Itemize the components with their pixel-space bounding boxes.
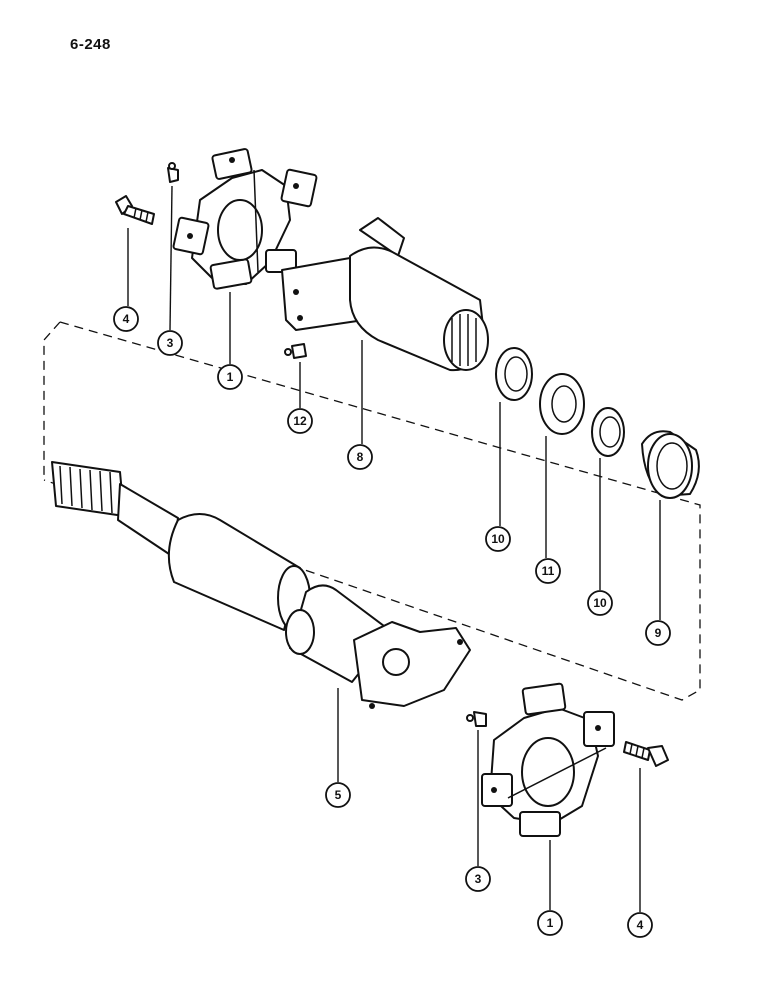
callout-12: 12 [287,408,313,434]
svg-text:4: 4 [123,312,130,326]
svg-text:12: 12 [293,414,307,428]
svg-text:9: 9 [655,626,662,640]
svg-text:3: 3 [475,872,482,886]
assembly-boundary [43,321,701,701]
grease-fitting-top [167,162,179,183]
svg-text:1: 1 [227,370,234,384]
svg-text:5: 5 [335,788,342,802]
callout-4-bottom: 4 [627,912,653,938]
universal-joint-top [172,148,318,290]
callout-4-top: 4 [113,306,139,332]
callout-3-bottom: 3 [465,866,491,892]
bushing [539,373,585,435]
leader-lines [127,185,661,912]
svg-text:10: 10 [491,532,505,546]
callout-10-lower: 10 [587,590,613,616]
slip-yoke [281,217,489,372]
callout-11: 11 [535,558,561,584]
cap-nut [641,430,700,499]
callout-1-bottom: 1 [537,910,563,936]
callout-3-top: 3 [157,330,183,356]
callout-9: 9 [645,620,671,646]
svg-text:10: 10 [593,596,607,610]
page-number: 6-248 [70,36,111,53]
grease-fitting-bottom [466,711,487,727]
drive-shaft [51,461,471,709]
washer-lower [591,407,625,457]
callout-5: 5 [325,782,351,808]
bolt-top [115,195,155,225]
callout-10-upper: 10 [485,526,511,552]
svg-text:4: 4 [637,918,644,932]
bolt-bottom [623,741,669,767]
svg-text:1: 1 [547,916,554,930]
callout-1-top: 1 [217,364,243,390]
callout-8: 8 [347,444,373,470]
universal-joint-bottom [481,682,615,837]
grease-fitting-yoke [284,343,307,359]
svg-text:3: 3 [167,336,174,350]
svg-text:8: 8 [357,450,364,464]
svg-text:11: 11 [542,564,555,578]
